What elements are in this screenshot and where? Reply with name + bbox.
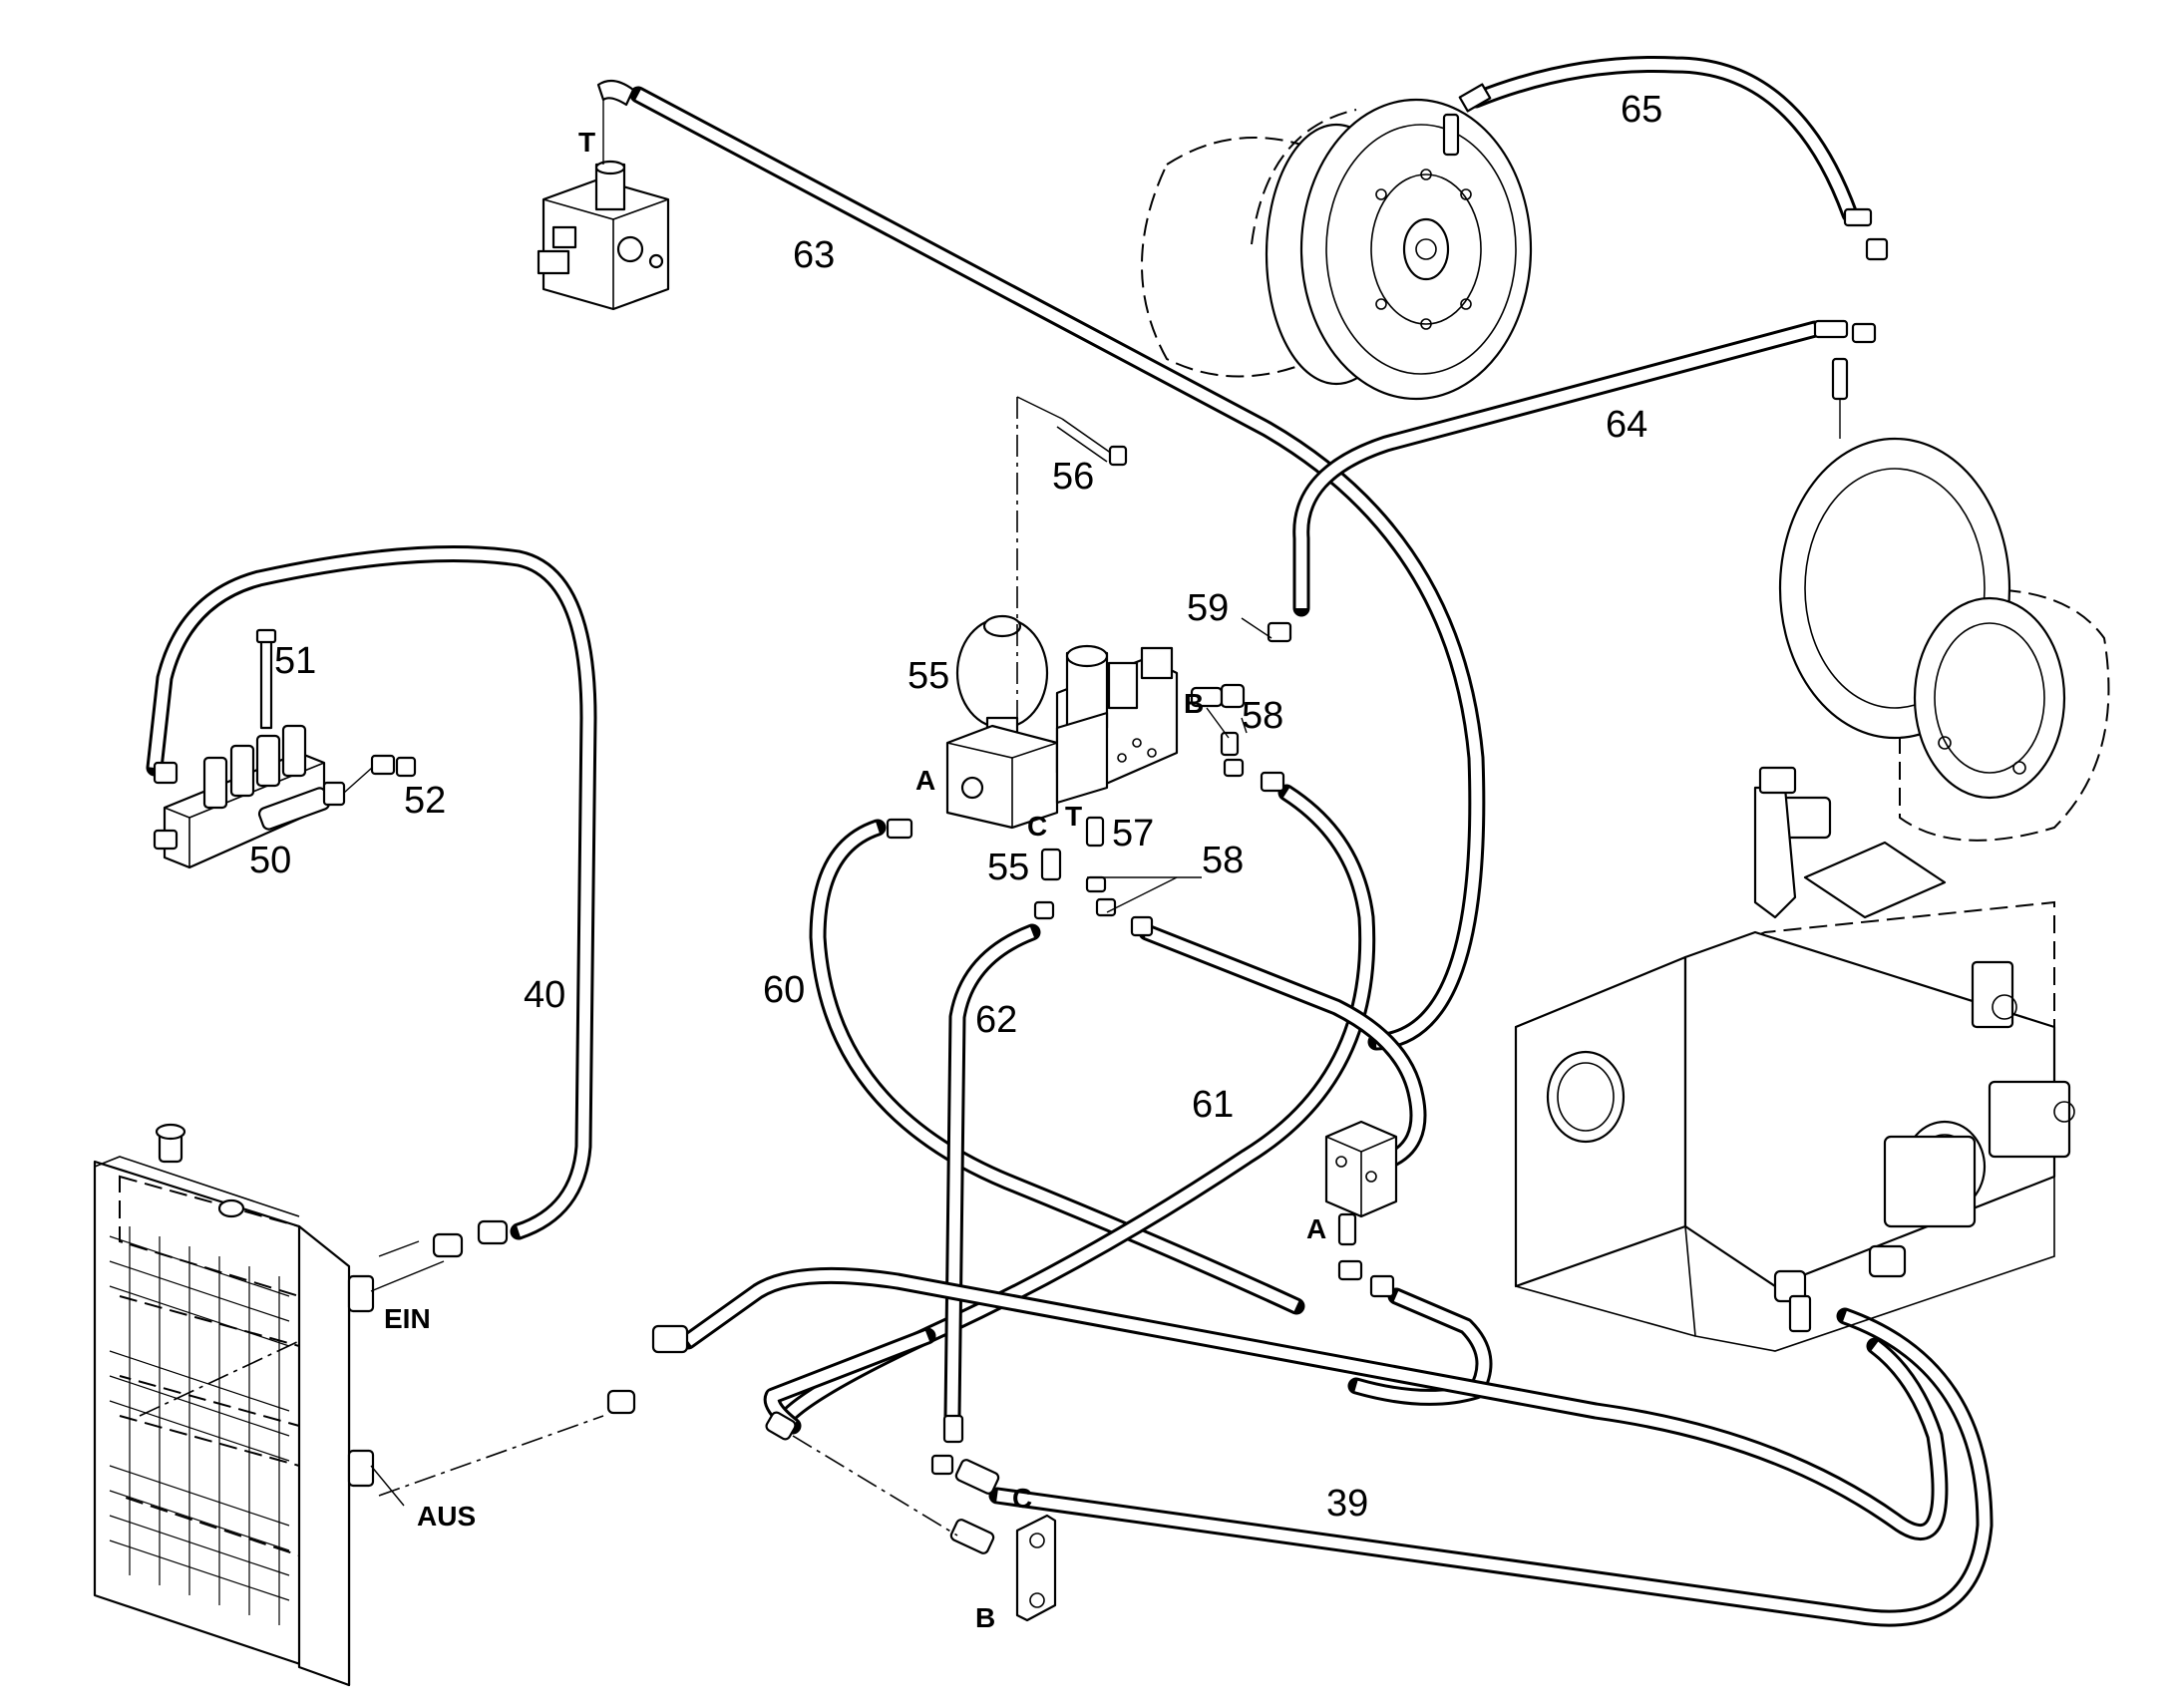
drive-motor-upper — [1141, 98, 1533, 401]
label-55-lower: 55 — [987, 847, 1029, 888]
valve-a-right — [1324, 1120, 1398, 1298]
t-valve-block — [537, 79, 670, 311]
port-c-valve: C — [1027, 811, 1047, 842]
hose-64 — [1292, 320, 1824, 617]
label-40: 40 — [524, 974, 565, 1016]
hose-60 — [809, 819, 1305, 1315]
port-a-right: A — [1306, 1213, 1326, 1244]
port-t-top: T — [578, 127, 595, 158]
port-a-valve: A — [915, 765, 935, 796]
valve-fittings — [886, 621, 1292, 937]
label-51: 51 — [274, 640, 316, 682]
hose-65 — [1467, 55, 1859, 223]
port-t-valve: T — [1065, 801, 1082, 832]
solenoid-valve — [1055, 644, 1179, 805]
bracket-cb — [765, 1411, 1057, 1622]
cooler-fittings — [432, 1219, 689, 1415]
label-63: 63 — [793, 234, 835, 276]
label-58-upper: 58 — [1242, 695, 1283, 737]
motor-fittings — [1442, 83, 1889, 439]
leader-lines — [378, 617, 1272, 1257]
port-b-bottom: B — [975, 1602, 995, 1633]
label-52: 52 — [404, 780, 446, 822]
bolt-56 — [1016, 396, 1128, 738]
port-ein: EIN — [384, 1303, 431, 1334]
label-56: 56 — [1052, 456, 1094, 498]
label-57: 57 — [1112, 813, 1154, 854]
hose-58-lower — [1138, 923, 1427, 1171]
distributor-50 — [153, 628, 417, 869]
port-b-valve: B — [1184, 688, 1204, 719]
label-61: 61 — [1192, 1084, 1234, 1126]
label-65: 65 — [1621, 89, 1662, 131]
hydraulic-tank — [1514, 766, 2075, 1352]
valve-block — [945, 724, 1059, 830]
port-c-bottom: C — [1012, 1483, 1032, 1514]
port-aus: AUS — [417, 1501, 476, 1532]
hose-39 — [988, 1307, 1994, 1627]
label-50: 50 — [249, 840, 291, 881]
drive-motor-lower — [1778, 437, 2110, 842]
port-labels: T A B C T A C B EIN AUS — [384, 127, 1326, 1633]
hose-63 — [629, 86, 1486, 1051]
label-60: 60 — [763, 969, 805, 1011]
label-39: 39 — [1326, 1483, 1368, 1525]
label-64: 64 — [1606, 404, 1647, 446]
label-62: 62 — [975, 999, 1017, 1041]
label-59: 59 — [1187, 587, 1229, 629]
oil-cooler — [93, 1123, 604, 1687]
label-55-upper: 55 — [908, 655, 949, 697]
part-labels: 39 40 50 51 52 55 55 56 57 58 58 59 60 6… — [249, 89, 1662, 1525]
label-58-lower: 58 — [1202, 840, 1244, 881]
hose-aus — [679, 1266, 1949, 1540]
accumulator-55 — [955, 614, 1049, 745]
hose-40 — [146, 545, 597, 1240]
hose-62 — [943, 923, 1041, 1425]
